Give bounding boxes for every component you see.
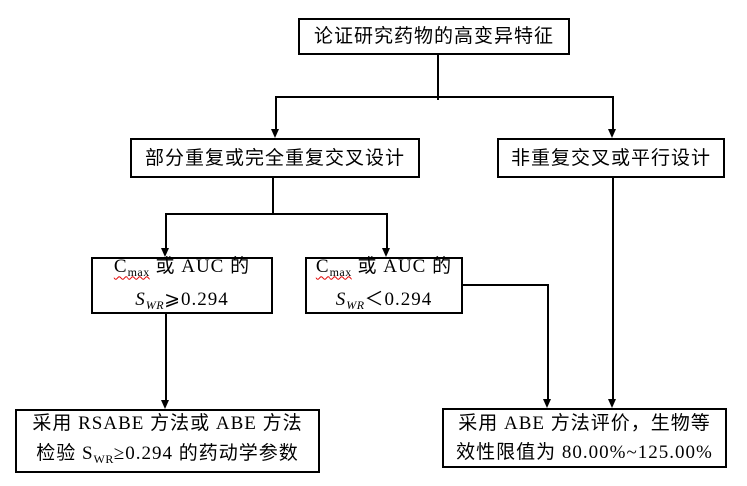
connector-to-replicate xyxy=(275,96,277,130)
arrowhead-to-swr-lt xyxy=(382,248,390,257)
connector-replicate-split xyxy=(165,213,387,215)
node-rsabe-line1: 采用 RSABE 方法或 ABE 方法 xyxy=(32,412,303,434)
arrowhead-swr-lt-to-abe xyxy=(543,399,551,408)
node-swr-ge: Cmax 或 AUC 的 SWR⩾0.294 xyxy=(91,256,273,314)
connector-swr-lt-right xyxy=(463,284,548,286)
node-swr-lt-line2: SWR＜0.294 xyxy=(335,288,433,312)
connector-swr-lt-down xyxy=(547,284,549,400)
connector-to-swr-ge xyxy=(165,213,167,249)
node-root: 论证研究药物的高变异特征 xyxy=(298,18,570,55)
connector-root-split xyxy=(275,96,613,98)
cmax-label: Cmax xyxy=(315,255,352,279)
node-swr-ge-line1: Cmax 或 AUC 的 xyxy=(113,255,251,279)
node-rsabe-line2: 检验 SWR≥0.294 的药动学参数 xyxy=(36,442,299,466)
node-replicate-design: 部分重复或完全重复交叉设计 xyxy=(130,138,420,178)
node-abe: 采用 ABE 方法评价，生物等 效性限值为 80.00%~125.00% xyxy=(442,408,727,468)
connector-root-stem xyxy=(437,55,439,100)
node-root-label: 论证研究药物的高变异特征 xyxy=(313,26,554,47)
node-replicate-label: 部分重复或完全重复交叉设计 xyxy=(144,147,405,169)
arrowhead-to-swr-ge xyxy=(161,248,169,257)
connector-to-rsabe xyxy=(165,313,167,401)
node-nonreplicate-label: 非重复交叉或平行设计 xyxy=(510,147,711,169)
arrowhead-to-replicate xyxy=(271,129,279,138)
node-nonreplicate-design: 非重复交叉或平行设计 xyxy=(497,138,725,178)
arrowhead-to-rsabe xyxy=(161,400,169,409)
connector-to-nonreplicate xyxy=(612,96,614,130)
node-rsabe: 采用 RSABE 方法或 ABE 方法 检验 SWR≥0.294 的药动学参数 xyxy=(15,409,320,473)
node-abe-line2: 效性限值为 80.00%~125.00% xyxy=(456,442,713,463)
connector-nonreplicate-down xyxy=(612,178,614,400)
node-swr-ge-line2: SWR⩾0.294 xyxy=(135,288,229,312)
node-swr-lt-line1: Cmax 或 AUC 的 xyxy=(315,255,453,279)
arrowhead-nonreplicate-to-abe xyxy=(608,399,616,408)
connector-to-swr-lt xyxy=(386,213,388,249)
arrowhead-to-nonreplicate xyxy=(608,129,616,138)
node-abe-line1: 采用 ABE 方法评价，生物等 xyxy=(458,413,711,434)
cmax-label: Cmax xyxy=(113,255,150,279)
connector-replicate-stem xyxy=(272,178,274,215)
node-swr-lt: Cmax 或 AUC 的 SWR＜0.294 xyxy=(305,256,463,314)
